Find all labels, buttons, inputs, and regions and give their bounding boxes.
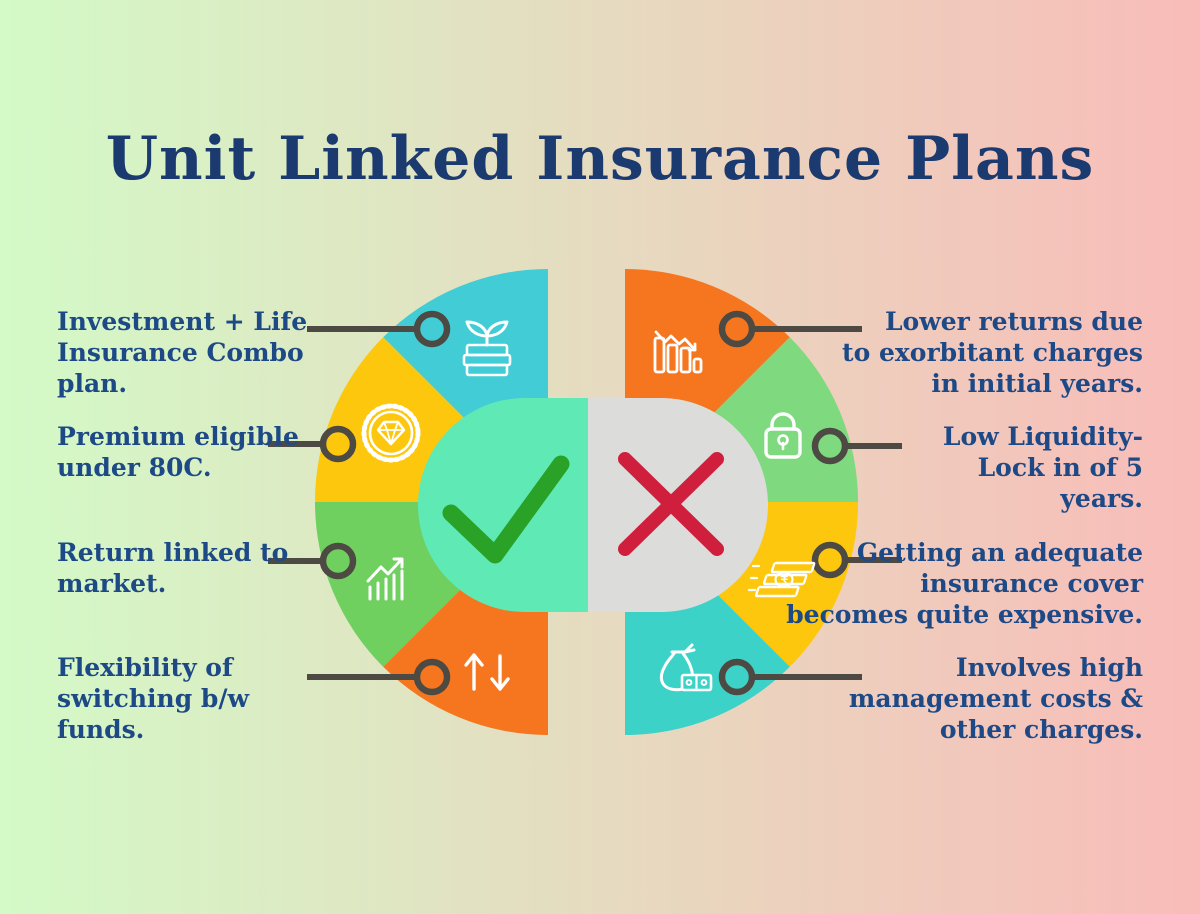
plant-leaf-left — [465, 320, 489, 338]
pro-connector-ring-1 — [413, 310, 451, 348]
decline-trend-line — [654, 330, 697, 352]
con-connector-ring-2 — [811, 427, 849, 465]
cross-icon — [618, 452, 724, 556]
con-connector-ring-4 — [718, 658, 756, 696]
con-label-management-costs: Involves high management costs & other c… — [848, 653, 1143, 744]
pro-label-premium: Premium eligible under 80C. — [57, 422, 299, 482]
pros-connectors — [268, 310, 451, 696]
down-arrow — [490, 654, 510, 691]
switch-arrows-icon — [464, 653, 510, 691]
page-title: Unit Linked Insurance Plans — [105, 124, 1095, 195]
badge-diamond-facets — [377, 421, 405, 445]
decline-arrow-head — [687, 342, 697, 352]
note-motion-lines — [747, 564, 761, 592]
quality-badge-icon — [361, 403, 421, 463]
bag-note-dot-2 — [700, 679, 708, 686]
pro-label-flexibility: Flexibility of switching b/w funds. — [57, 653, 250, 744]
cons-connectors — [718, 310, 902, 696]
note-3 — [754, 585, 800, 598]
decline-bar-4 — [692, 357, 703, 374]
note-1 — [770, 561, 816, 574]
bag-tie-tails — [683, 643, 696, 654]
cross-stroke-2 — [618, 452, 724, 556]
plant-growth-icon — [462, 320, 512, 377]
lock-shackle — [770, 412, 796, 431]
con-connector-ring-1 — [718, 310, 756, 348]
check-icon — [442, 455, 570, 564]
badge-scallop-edge — [361, 403, 421, 463]
pro-label-investment: Investment + Life Insurance Combo plan. — [57, 307, 308, 398]
rupee-notes-icon — [747, 561, 816, 598]
badge-diamond — [376, 420, 406, 446]
bag-body — [660, 650, 694, 692]
growth-arrow-head — [392, 557, 404, 569]
pro-label-returns: Return linked to market. — [57, 538, 289, 598]
decline-bar-1 — [653, 336, 666, 374]
bag-note-dot-1 — [685, 679, 693, 686]
growth-bars — [368, 569, 404, 601]
growth-trend-line — [366, 558, 403, 583]
lock-body — [764, 427, 802, 459]
con-label-cover-expensive: Getting an adequate insurance cover beco… — [786, 538, 1143, 629]
pro-connector-ring-3 — [319, 542, 357, 580]
money-bag-icon — [660, 643, 713, 692]
con-label-lower-returns: Lower returns due to exorbitant charges … — [842, 307, 1143, 398]
pro-connector-ring-4 — [413, 658, 451, 696]
pro-connector-ring-2 — [319, 425, 357, 463]
plant-leaf-right — [485, 320, 509, 338]
con-connector-ring-3 — [811, 541, 849, 579]
note-center-oval — [774, 571, 794, 588]
note-2 — [762, 573, 808, 586]
declining-chart-icon — [653, 330, 703, 374]
con-label-liquidity: Low Liquidity- Lock in of 5 years. — [942, 422, 1143, 513]
decline-bar-3 — [679, 346, 692, 374]
pros-pill-half — [418, 398, 588, 612]
coin-row-3 — [465, 363, 509, 377]
growth-chart-icon — [366, 557, 404, 601]
lock-icon — [764, 412, 802, 459]
center-pill — [418, 398, 768, 612]
note-stack — [754, 561, 816, 598]
up-arrow — [464, 653, 484, 691]
rupee-symbol — [780, 575, 788, 585]
decline-bar-2 — [666, 343, 679, 374]
badge-inner-circle — [368, 410, 414, 456]
